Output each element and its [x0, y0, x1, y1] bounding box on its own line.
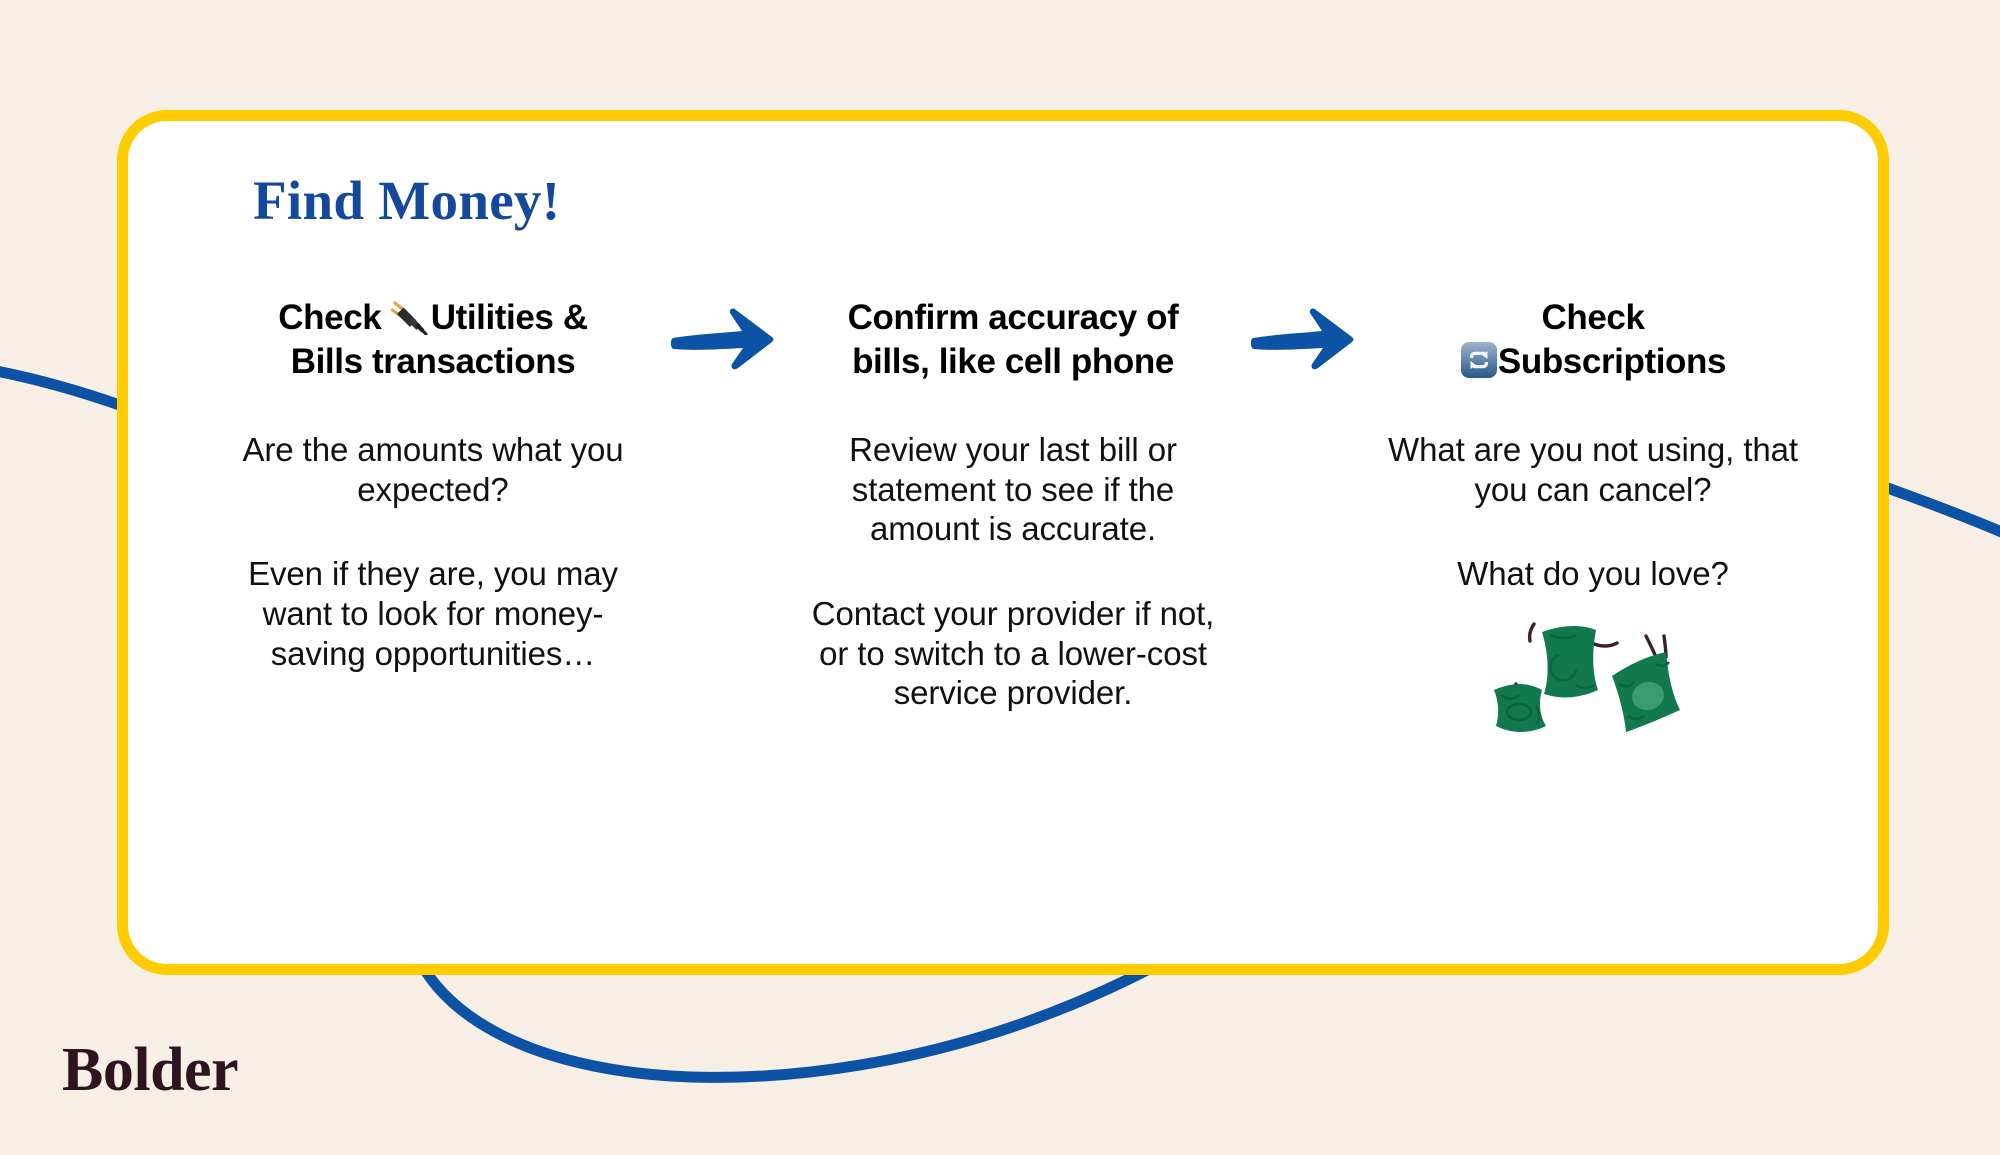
money-with-wings-illustration — [1378, 608, 1808, 738]
arrow-step-2-to-3 — [1243, 296, 1363, 374]
step-2-body: Review your last bill or statement to se… — [798, 430, 1228, 713]
step-1-heading: Check Utilities & Bills transactions — [218, 296, 648, 384]
step-3-paragraph-2: What do you love? — [1457, 555, 1729, 593]
steps-container: Check Utilities & Bills transactions — [218, 296, 1808, 738]
step-3-heading-line1: Check — [1541, 298, 1645, 337]
electric-plug-icon — [390, 299, 431, 336]
step-2-heading: Confirm accuracy of bills, like cell pho… — [798, 296, 1228, 384]
step-2-paragraph-1: Review your last bill or statement to se… — [849, 431, 1177, 548]
step-1-heading-post: Utilities & — [430, 298, 588, 337]
step-1-body: Are the amounts what you expected? Even … — [218, 430, 648, 673]
step-subscriptions: Check — [1378, 296, 1808, 738]
arrow-step-1-to-2 — [663, 296, 783, 374]
step-confirm-accuracy: Confirm accuracy of bills, like cell pho… — [798, 296, 1228, 713]
step-utilities-bills: Check Utilities & Bills transactions — [218, 296, 648, 673]
step-2-paragraph-2: Contact your provider if not, or to swit… — [811, 594, 1215, 712]
step-2-heading-line2: bills, like cell phone — [852, 342, 1174, 382]
brand-logo: Bolder — [62, 1036, 239, 1104]
find-money-card: Find Money! Check Utili — [117, 110, 1889, 975]
step-3-heading-post: Subscriptions — [1497, 342, 1727, 382]
step-3-paragraph-1: What are you not using, that you can can… — [1388, 431, 1798, 508]
step-1-paragraph-1: Are the amounts what you expected? — [242, 431, 624, 508]
step-1-heading-line2: Bills transactions — [290, 342, 576, 382]
repeat-loop-icon — [1460, 341, 1498, 379]
step-2-heading-line1: Confirm accuracy of — [847, 298, 1179, 337]
step-3-heading: Check — [1378, 296, 1808, 384]
right-arrow-icon — [670, 308, 774, 370]
money-with-wings-icon — [1494, 622, 1680, 732]
step-1-heading-pre: Check — [278, 298, 391, 337]
page-title: Find Money! — [253, 170, 561, 231]
step-3-body: What are you not using, that you can can… — [1378, 430, 1808, 738]
right-arrow-icon — [1250, 308, 1354, 370]
step-1-paragraph-2: Even if they are, you may want to look f… — [248, 555, 618, 672]
